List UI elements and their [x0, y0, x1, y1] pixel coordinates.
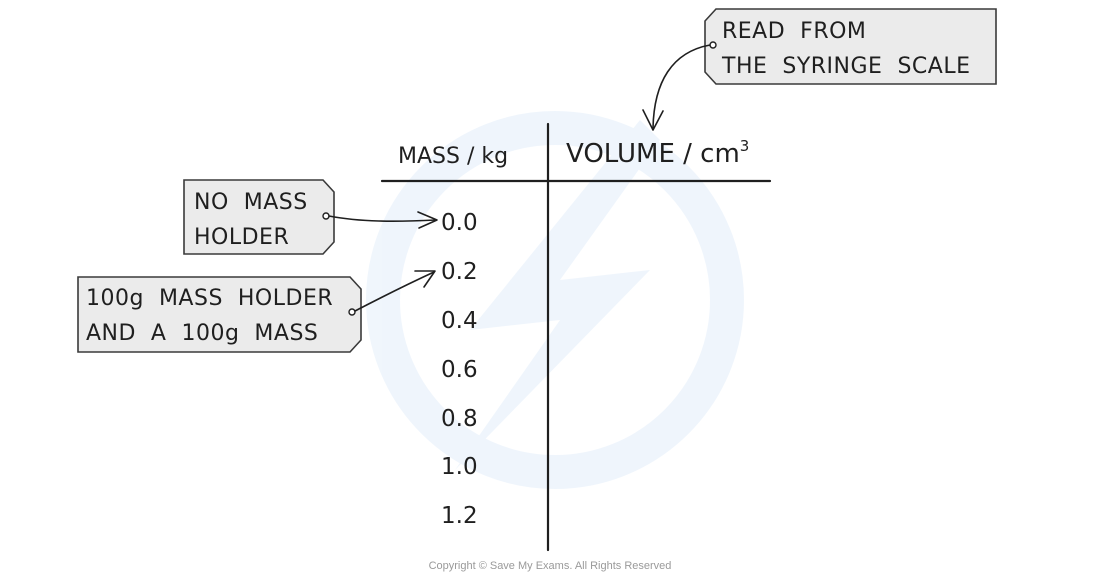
callout-arrow — [354, 271, 435, 312]
callout-eyelet — [709, 41, 717, 49]
callout-arrow — [652, 44, 711, 129]
callout-line: AND A 100g MASS — [86, 321, 318, 346]
callout-tag — [704, 8, 997, 85]
callout-arrow — [328, 215, 437, 222]
mass-value: 0.8 — [441, 406, 478, 432]
callout-line: READ FROM — [722, 19, 866, 44]
mass-value: 0.6 — [441, 357, 478, 383]
arrow-head-icon — [417, 211, 438, 229]
copyright-notice: Copyright © Save My Exams. All Rights Re… — [428, 560, 672, 572]
mass-value: 1.0 — [441, 454, 478, 480]
volume-column-header: VOLUME / cm3 — [566, 137, 749, 169]
callout-tag — [77, 276, 362, 353]
mass-column-header: MASS / kg — [398, 144, 508, 169]
arrow-head-icon — [642, 109, 664, 131]
no-mass-callout: NO MASS HOLDER — [183, 179, 438, 255]
callout-eyelet — [348, 308, 356, 316]
callout-line: NO MASS — [194, 190, 308, 215]
mass-value: 1.2 — [441, 503, 478, 529]
watermark-logo — [366, 111, 744, 489]
mass-value: 0.4 — [441, 308, 478, 334]
holder-mass-callout: 100g MASS HOLDER AND A 100g MASS — [77, 270, 436, 353]
callout-line: 100g MASS HOLDER — [86, 286, 333, 311]
mass-values: 0.0 0.2 0.4 0.6 0.8 1.0 1.2 — [441, 210, 478, 529]
mass-value: 0.2 — [441, 259, 478, 285]
callout-line: THE SYRINGE SCALE — [721, 54, 970, 79]
volume-header-text: VOLUME / cm — [566, 139, 740, 169]
callout-line: HOLDER — [194, 225, 289, 250]
arrow-head-icon — [414, 270, 436, 288]
read-scale-callout: READ FROM THE SYRINGE SCALE — [642, 8, 997, 131]
mass-value: 0.0 — [441, 210, 478, 236]
callout-tag — [183, 179, 335, 255]
volume-header-superscript: 3 — [740, 137, 750, 155]
callout-eyelet — [322, 212, 330, 220]
